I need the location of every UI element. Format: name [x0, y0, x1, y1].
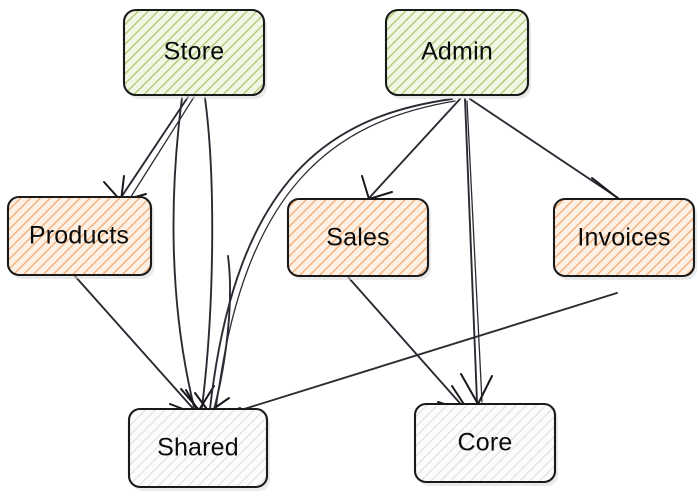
- node-store-shape[interactable]: [122, 8, 266, 97]
- edge-invoices-shared[interactable]: [208, 292, 618, 430]
- node-shared-shape[interactable]: [127, 407, 269, 489]
- node-shared[interactable]: Shared: [127, 407, 270, 491]
- node-invoices[interactable]: Invoices: [552, 197, 697, 280]
- edge-admin-sales[interactable]: [361, 98, 461, 200]
- node-invoices-shape[interactable]: [552, 197, 696, 278]
- node-admin-shape[interactable]: [384, 8, 530, 97]
- edge-store-shared-2[interactable]: [180, 97, 215, 411]
- node-admin[interactable]: Admin: [384, 8, 531, 99]
- node-sales-shape[interactable]: [286, 197, 430, 278]
- edge-admin-core[interactable]: [460, 98, 493, 405]
- node-core-shape[interactable]: [413, 402, 557, 484]
- node-products-shape[interactable]: [6, 195, 153, 277]
- edge-admin-invoices[interactable]: [469, 98, 621, 209]
- edge-sales-shared[interactable]: [212, 255, 231, 415]
- node-sales[interactable]: Sales: [286, 197, 431, 280]
- node-layer: Store Admin Products Sales: [6, 8, 697, 491]
- edge-store-shared-1[interactable]: [172, 97, 195, 408]
- node-store[interactable]: Store: [122, 8, 267, 99]
- node-products[interactable]: Products: [6, 195, 154, 279]
- node-core[interactable]: Core: [413, 402, 558, 486]
